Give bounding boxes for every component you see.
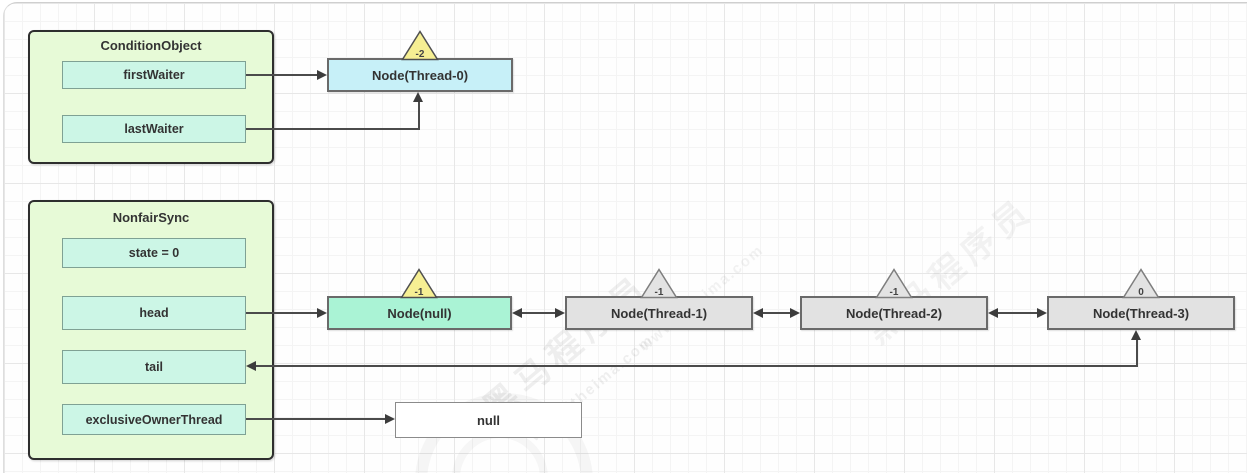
nonfair-sync-title: NonfairSync (112, 210, 190, 225)
wait-status-triangle-thread1: -1 (640, 268, 678, 299)
sync-node-thread2: Node(Thread-2) (800, 296, 988, 330)
link2-arrowhead-right (790, 308, 800, 318)
triangle-icon (401, 30, 439, 61)
link2-arrowhead-left (753, 308, 763, 318)
sync-node-thread3: Node(Thread-3) (1047, 296, 1235, 330)
wait-status-value: -1 (414, 287, 424, 298)
tail-arrowhead (246, 361, 256, 371)
head-arrow-line (246, 312, 318, 314)
triangle-icon (1122, 268, 1160, 299)
link3-arrowhead-left (988, 308, 998, 318)
link1-line (521, 312, 556, 314)
triangle-icon (875, 268, 913, 299)
owner-arrowhead (385, 414, 395, 424)
wait-status-value: -1 (889, 287, 899, 298)
first-waiter-arrow-line (246, 74, 318, 76)
wait-status-value: 0 (1138, 287, 1144, 298)
triangle-icon (400, 268, 438, 299)
first-waiter-arrowhead (317, 70, 327, 80)
field-last-waiter-label: lastWaiter (124, 122, 184, 136)
link1-arrowhead-right (555, 308, 565, 318)
field-state-label: state = 0 (128, 246, 180, 260)
field-tail: tail (62, 350, 246, 384)
tail-line-h (255, 365, 1138, 367)
link3-line (997, 312, 1038, 314)
condition-node-thread0: Node(Thread-0) (327, 58, 513, 92)
condition-object-title: ConditionObject (100, 38, 202, 53)
sync-node-thread1: Node(Thread-1) (565, 296, 753, 330)
owner-arrow-line (246, 418, 386, 420)
field-head: head (62, 296, 246, 330)
wait-status-value: -1 (654, 287, 664, 298)
sync-node-thread3-label: Node(Thread-3) (1092, 305, 1190, 321)
wait-status-triangle-node-null: -1 (400, 268, 438, 299)
head-arrowhead (317, 308, 327, 318)
field-state: state = 0 (62, 238, 246, 268)
field-last-waiter: lastWaiter (62, 115, 246, 143)
field-exclusive-owner-thread-label: exclusiveOwnerThread (85, 412, 223, 427)
triangle-icon (640, 268, 678, 299)
sync-node-null-label: Node(null) (387, 305, 452, 321)
link2-line (762, 312, 791, 314)
wait-status-triangle-thread0: -2 (401, 30, 439, 61)
link3-arrowhead-right (1037, 308, 1047, 318)
field-exclusive-owner-thread: exclusiveOwnerThread (62, 404, 246, 435)
field-first-waiter: firstWaiter (62, 61, 246, 89)
tail-node-arrowhead (1131, 330, 1141, 340)
condition-node-thread0-label: Node(Thread-0) (371, 67, 469, 83)
owner-null-label: null (476, 412, 501, 428)
field-head-label: head (139, 306, 169, 320)
wait-status-value: -2 (415, 49, 425, 60)
wait-status-triangle-thread2: -1 (875, 268, 913, 299)
sync-node-thread1-label: Node(Thread-1) (610, 305, 708, 321)
sync-node-null: Node(null) (327, 296, 512, 330)
link1-arrowhead-left (512, 308, 522, 318)
field-first-waiter-label: firstWaiter (123, 68, 185, 82)
owner-null-box: null (395, 402, 582, 438)
last-waiter-arrow-line-h (246, 128, 420, 130)
wait-status-triangle-thread3: 0 (1122, 268, 1160, 299)
sync-node-thread2-label: Node(Thread-2) (845, 305, 943, 321)
field-tail-label: tail (144, 360, 164, 374)
last-waiter-arrowhead (413, 92, 423, 102)
condition-object-box: ConditionObject (28, 30, 274, 164)
tail-line-v (1136, 338, 1138, 367)
last-waiter-arrow-line-v (418, 100, 420, 130)
